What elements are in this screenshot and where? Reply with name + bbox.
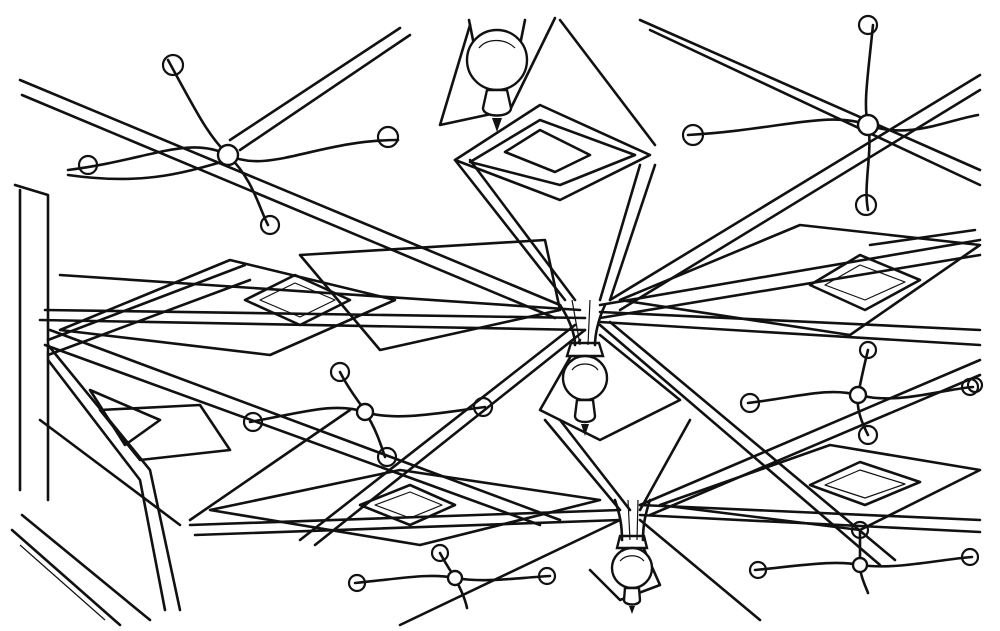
rosette-top-right bbox=[681, 14, 980, 217]
rosette-mid-left bbox=[242, 361, 494, 468]
left-fan bbox=[38, 263, 352, 612]
pendant-boss-lower bbox=[610, 534, 654, 614]
pendant-boss-upper bbox=[465, 18, 529, 132]
rosette-far-right bbox=[966, 376, 984, 394]
upper-pendant-frame bbox=[438, 16, 657, 302]
rosette-mid-right bbox=[739, 340, 980, 446]
rosette-bottom-right bbox=[748, 520, 980, 595]
wall-corner bbox=[10, 183, 152, 627]
diagonal-ribs bbox=[18, 18, 982, 527]
pendant-boss-middle bbox=[561, 341, 609, 436]
upper-boss-ribs bbox=[38, 238, 982, 567]
boss-fan-upper bbox=[558, 299, 607, 347]
boss-fan-lower bbox=[613, 498, 652, 542]
lozenge-panel-right-upper bbox=[618, 223, 982, 337]
lozenge-panel-left-mid bbox=[88, 388, 232, 462]
rosette-bottom-left bbox=[347, 543, 557, 610]
lozenge-panel-left-upper bbox=[58, 238, 562, 357]
lozenge-panel-right-lower bbox=[658, 443, 982, 532]
lozenge-panel-left-lower bbox=[208, 468, 602, 547]
rosette-top-left bbox=[66, 53, 400, 236]
